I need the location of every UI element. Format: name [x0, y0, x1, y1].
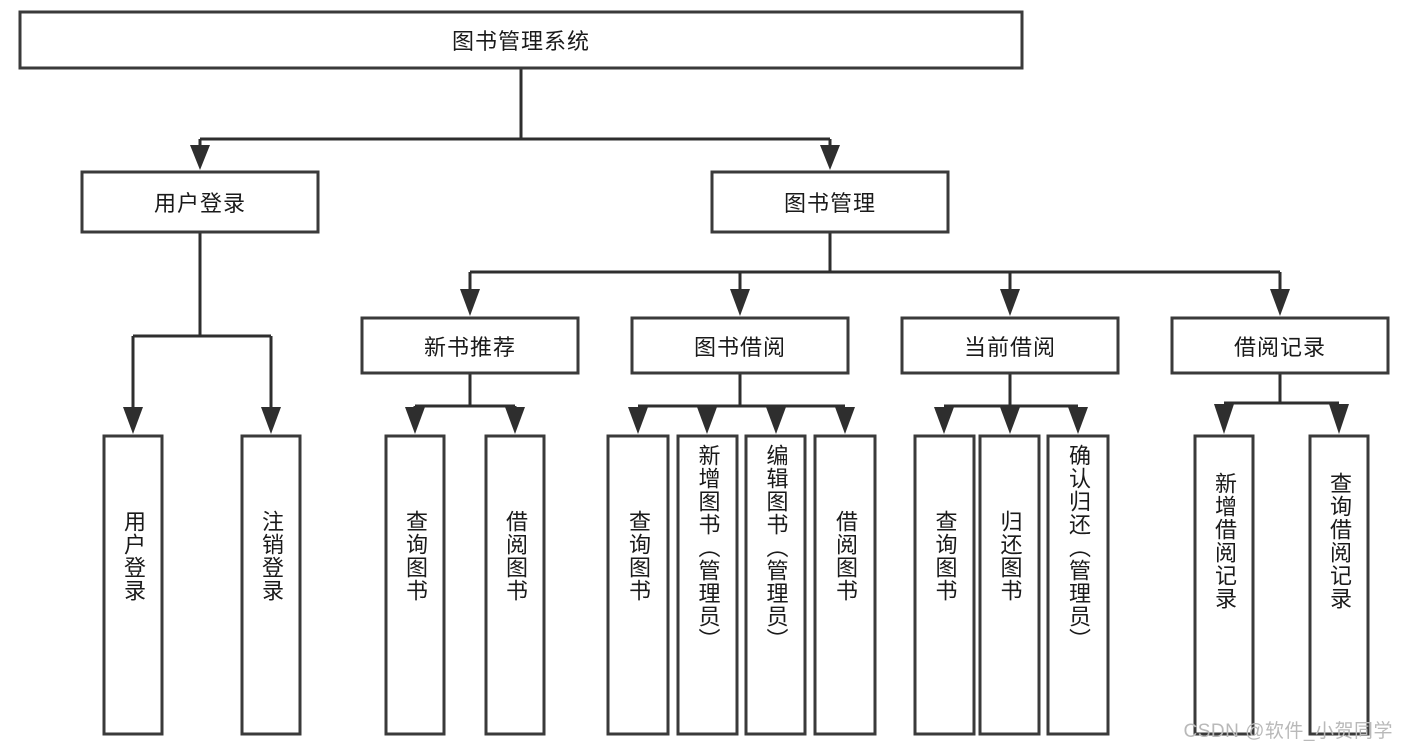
arrow-head-leaf-user-login — [123, 407, 143, 434]
node-box-current-borrow[interactable] — [900, 316, 1120, 375]
arrow-head-borrow-record — [1270, 289, 1290, 316]
connector-group-root-to-level2 — [190, 68, 840, 170]
arrow-head-leaf-borrow-book-2 — [835, 407, 855, 434]
arrow-head-book-manage — [820, 145, 840, 170]
arrow-head-leaf-user-logout — [261, 407, 281, 434]
node-box-leaf-borrow-book-2[interactable] — [813, 434, 877, 736]
node-box-book-borrow[interactable] — [630, 316, 850, 375]
node-box-leaf-confirm-return[interactable] — [1046, 434, 1110, 736]
arrow-head-leaf-return-book — [1000, 407, 1020, 434]
arrow-head-leaf-borrow-book-1 — [505, 407, 525, 434]
arrow-head-new-book-recommend — [460, 289, 480, 316]
node-box-leaf-edit-book[interactable] — [744, 434, 807, 736]
arrow-head-leaf-add-book — [697, 407, 717, 434]
node-box-book-manage[interactable] — [710, 170, 950, 234]
arrow-head-leaf-edit-book — [766, 407, 786, 434]
arrow-head-user-login — [190, 145, 210, 170]
arrow-head-leaf-query-book-3 — [934, 407, 954, 434]
arrow-head-leaf-query-book-2 — [628, 407, 648, 434]
arrow-head-leaf-add-record — [1214, 404, 1234, 434]
connector-group-current-borrow-children — [934, 373, 1088, 434]
node-box-user-login[interactable] — [80, 170, 320, 234]
arrow-head-book-borrow — [730, 289, 750, 316]
node-box-leaf-user-logout[interactable] — [240, 434, 302, 736]
node-box-leaf-add-record[interactable] — [1193, 434, 1255, 736]
node-box-leaf-add-book[interactable] — [676, 434, 739, 736]
node-box-leaf-user-login[interactable] — [102, 434, 164, 736]
connector-group-new-book-recommend-children — [405, 373, 525, 434]
node-box-root[interactable] — [18, 10, 1024, 70]
node-box-leaf-query-record[interactable] — [1308, 434, 1370, 736]
node-box-leaf-return-book[interactable] — [978, 434, 1041, 736]
connector-group-user-login-children — [123, 232, 281, 434]
node-box-leaf-query-book-1[interactable] — [384, 434, 446, 736]
connector-group-borrow-record-children — [1214, 373, 1349, 434]
node-box-new-book-recommend[interactable] — [360, 316, 580, 375]
connector-group-book-borrow-children — [628, 373, 855, 434]
arrow-head-current-borrow — [1000, 289, 1020, 316]
csdn-watermark: CSDN @软件_小贺同学 — [1183, 721, 1393, 742]
arrow-head-leaf-query-record — [1329, 404, 1349, 434]
node-box-borrow-record[interactable] — [1170, 316, 1390, 375]
node-box-leaf-query-book-2[interactable] — [606, 434, 670, 736]
node-box-leaf-query-book-3[interactable] — [913, 434, 976, 736]
node-box-leaf-borrow-book-1[interactable] — [484, 434, 546, 736]
arrow-head-leaf-confirm-return — [1068, 407, 1088, 434]
arrow-head-leaf-query-book-1 — [405, 407, 425, 434]
connector-group-book-manage-children — [460, 232, 1290, 316]
